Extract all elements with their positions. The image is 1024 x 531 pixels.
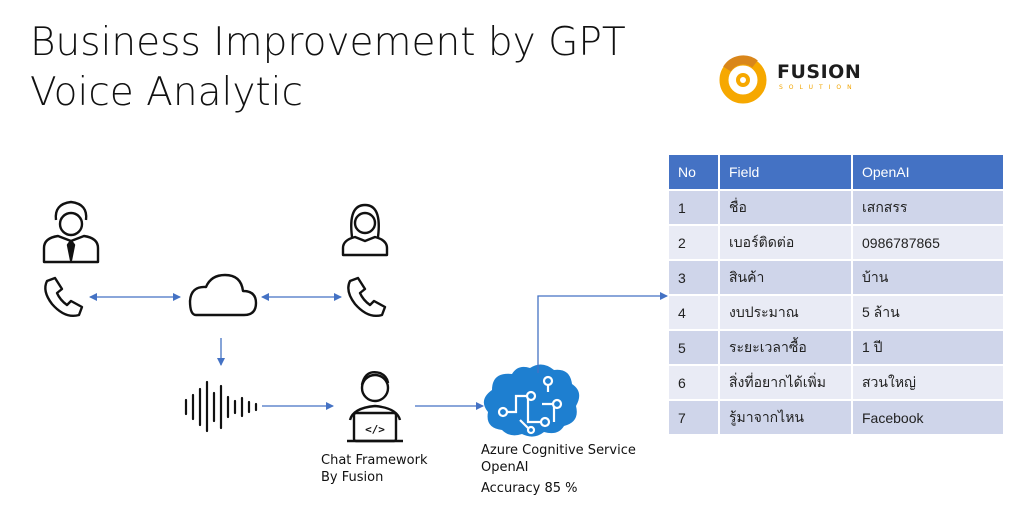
- table-header-row: No Field OpenAI: [669, 155, 1005, 190]
- cell-no: 1: [669, 189, 720, 225]
- chat-framework-label: Chat Framework By Fusion: [321, 452, 427, 486]
- svg-text:</>: </>: [365, 423, 385, 436]
- header-no: No: [669, 155, 720, 190]
- table-row: 5 ระยะเวลาซื้อ 1 ปี: [669, 329, 1005, 365]
- page-title: Business Improvement by GPT Voice Analyt…: [30, 18, 626, 118]
- cell-field: เบอร์ติดต่อ: [719, 224, 853, 260]
- cell-field: งบประมาณ: [719, 294, 853, 330]
- chat-framework-title: Chat Framework: [321, 453, 428, 468]
- azure-accuracy: Accuracy 85 %: [481, 481, 578, 496]
- extracted-fields-table: No Field OpenAI 1 ชื่อ เสกสรร 2 เบอร์ติด…: [669, 155, 1005, 434]
- audio-waveform-icon: [184, 380, 258, 433]
- cell-field: สิ่งที่อยากได้เพิ่ม: [719, 364, 853, 400]
- cell-field: ชื่อ: [719, 189, 853, 225]
- cell-value: เสกสรร: [852, 189, 1005, 225]
- logo-wordmark: FUSION: [777, 61, 862, 83]
- cell-no: 3: [669, 259, 720, 295]
- cell-field: สินค้า: [719, 259, 853, 295]
- logo-subtitle: SOLUTION: [779, 84, 858, 91]
- azure-brain-circuit-icon: [483, 364, 580, 437]
- header-field: Field: [719, 155, 853, 190]
- arrow-azure-table: [537, 292, 668, 373]
- cell-no: 2: [669, 224, 720, 260]
- cell-value: 1 ปี: [852, 329, 1005, 365]
- cloud-icon: [188, 273, 258, 317]
- page-title-line2: Voice Analytic: [30, 70, 303, 115]
- phone-icon: [44, 276, 84, 318]
- cell-value: บ้าน: [852, 259, 1005, 295]
- table-row: 7 รู้มาจากไหน Facebook: [669, 399, 1005, 434]
- phone-icon: [347, 276, 387, 318]
- cell-no: 7: [669, 399, 720, 434]
- azure-service-name: Azure Cognitive Service: [481, 443, 636, 458]
- cell-field: รู้มาจากไหน: [719, 399, 853, 434]
- page-title-line1: Business Improvement by GPT: [30, 20, 626, 65]
- azure-label: Azure Cognitive Service OpenAI Accuracy …: [481, 442, 636, 497]
- table-row: 1 ชื่อ เสกสรร: [669, 189, 1005, 225]
- woman-icon: [341, 203, 389, 257]
- flow-arrows: [89, 292, 668, 410]
- cell-no: 4: [669, 294, 720, 330]
- cell-value: Facebook: [852, 399, 1005, 434]
- developer-laptop-icon: </>: [347, 371, 403, 443]
- cell-value: 5 ล้าน: [852, 294, 1005, 330]
- cell-no: 6: [669, 364, 720, 400]
- cell-value: 0986787865: [852, 224, 1005, 260]
- cell-no: 5: [669, 329, 720, 365]
- azure-openai-label: OpenAI: [481, 460, 529, 475]
- header-openai: OpenAI: [852, 155, 1005, 190]
- table-row: 4 งบประมาณ 5 ล้าน: [669, 294, 1005, 330]
- fusion-ring-icon: [719, 55, 767, 104]
- fusion-logo: FUSION SOLUTION: [717, 55, 877, 105]
- chat-framework-byline: By Fusion: [321, 470, 384, 485]
- businessman-icon: [42, 200, 100, 264]
- table-row: 3 สินค้า บ้าน: [669, 259, 1005, 295]
- table-row: 6 สิ่งที่อยากได้เพิ่ม สวนใหญ่: [669, 364, 1005, 400]
- cell-value: สวนใหญ่: [852, 364, 1005, 400]
- cell-field: ระยะเวลาซื้อ: [719, 329, 853, 365]
- table-row: 2 เบอร์ติดต่อ 0986787865: [669, 224, 1005, 260]
